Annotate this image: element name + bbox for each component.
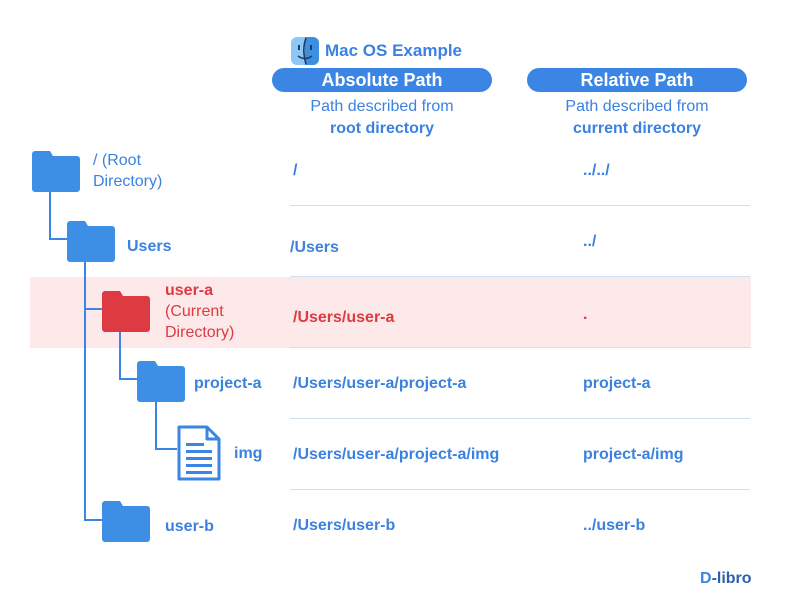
folder-icon [102,500,150,547]
relative-path-header: Relative Path [527,68,747,92]
absolute-path-cell: /Users/user-b [293,517,396,534]
absolute-path-cell: /Users/user-a [293,309,395,326]
d-libro-logo: D-libro [700,570,752,588]
folder-icon [137,360,185,407]
tree-label-user-b: user-b [165,518,214,535]
tree-label-user-a: user-a (Current Directory) [165,280,234,343]
tree-label-users: Users [127,238,172,255]
tree-line [119,330,121,380]
folder-icon [67,220,115,267]
absolute-path-cell: /Users [290,239,339,256]
absolute-path-cell: /Users/user-a/project-a [293,375,467,392]
folder-icon [32,150,80,197]
absolute-desc-line2: root directory [329,120,434,137]
mac-os-example-title: Mac OS Example [325,41,463,60]
relative-path-cell: . [583,306,588,323]
relative-desc-line1: Path described from [565,98,709,115]
tree-line [84,308,104,310]
tree-line [155,402,157,450]
row-divider [290,205,750,206]
absolute-desc-line1: Path described from [310,98,454,115]
current-directory-highlight [30,277,751,348]
tree-label-project-a: project-a [194,375,262,392]
absolute-path-cell: /Users/user-a/project-a/img [293,446,500,463]
absolute-path-header: Absolute Path [272,68,492,92]
logo-text: -libro [711,570,752,587]
tree-label-line: / (Root [93,152,142,169]
finder-icon [290,36,320,66]
absolute-path-cell: / [293,162,298,179]
relative-desc-line2: current directory [572,120,702,137]
relative-path-cell: project-a/img [583,446,684,463]
tree-label-img: img [234,445,263,462]
row-divider [290,276,750,277]
relative-path-description: Path described from current directory [527,96,747,140]
relative-path-cell: ../ [583,233,597,250]
tree-line [119,378,137,380]
row-divider [290,347,750,348]
relative-path-cell: ../../ [583,162,610,179]
absolute-path-description: Path described from root directory [272,96,492,140]
document-icon [177,425,221,486]
tree-line [49,190,51,240]
tree-label-root: / (Root Directory) [93,150,162,192]
folder-icon-current [102,290,150,337]
tree-label-line: Directory) [93,173,163,190]
tree-label-line: user-a [165,282,214,299]
row-divider [290,489,750,490]
tree-label-line: Directory) [165,324,235,341]
relative-path-cell: ../user-b [583,517,646,534]
logo-mark: D [700,570,712,587]
row-divider [290,418,750,419]
relative-path-cell: project-a [583,375,651,392]
tree-label-line: (Current [165,303,224,320]
tree-line [84,519,104,521]
tree-line [84,260,86,521]
tree-line [49,238,69,240]
tree-line [155,448,177,450]
